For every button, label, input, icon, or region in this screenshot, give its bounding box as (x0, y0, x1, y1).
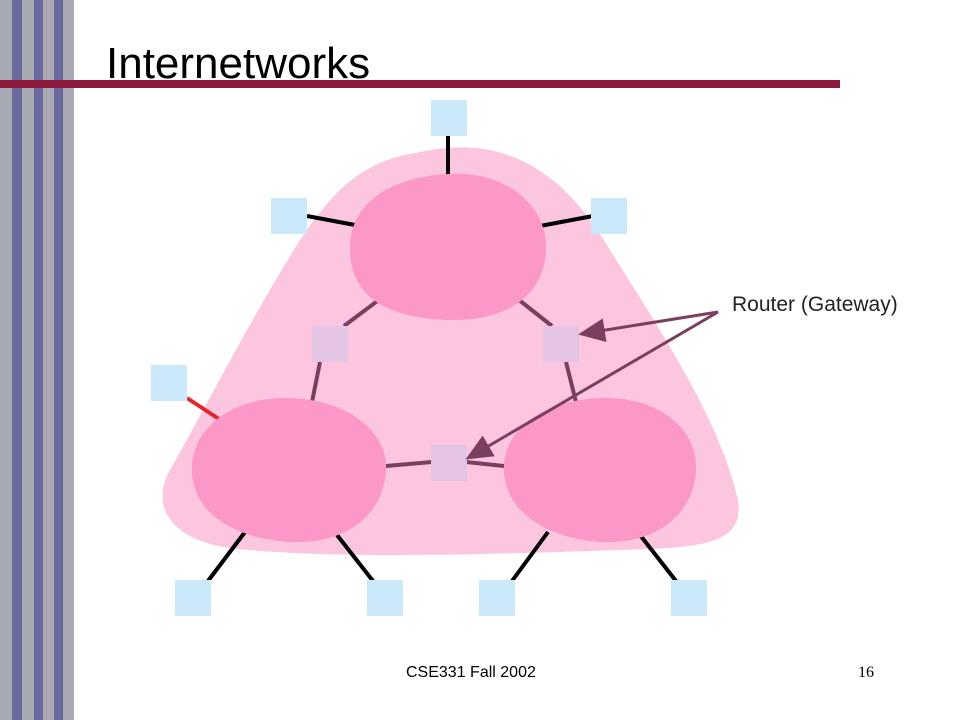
footer-course: CSE331 Fall 2002 (406, 664, 536, 681)
router (431, 445, 467, 481)
host (367, 580, 403, 616)
host (431, 100, 467, 136)
link (206, 530, 247, 583)
stripe (12, 0, 22, 720)
link (310, 361, 322, 403)
link (539, 214, 594, 228)
decorative-stripes (0, 0, 74, 720)
link (385, 460, 433, 468)
stripe (22, 0, 34, 720)
router (543, 326, 579, 362)
stripe (63, 0, 74, 720)
link (306, 214, 356, 227)
host (671, 580, 707, 616)
stripe (54, 0, 63, 720)
title-rule (0, 80, 840, 88)
network-bottom-right (503, 397, 697, 543)
callout-arrow (465, 310, 719, 460)
host (271, 198, 307, 234)
page-number: 16 (858, 664, 874, 681)
callout-arrow (578, 310, 719, 343)
stripe (43, 0, 54, 720)
host (175, 580, 211, 616)
host (479, 580, 515, 616)
stripe (34, 0, 43, 720)
router-gateway-label: Router (Gateway) (732, 293, 898, 316)
network-bottom-left (191, 398, 387, 543)
stripe (0, 0, 12, 720)
link (638, 533, 678, 583)
router (312, 326, 348, 362)
link (335, 533, 375, 583)
host (591, 198, 627, 234)
network-top (350, 173, 547, 321)
link (465, 460, 505, 468)
host (151, 365, 187, 401)
slide-title: Internetworks (106, 39, 371, 88)
link (510, 530, 550, 583)
